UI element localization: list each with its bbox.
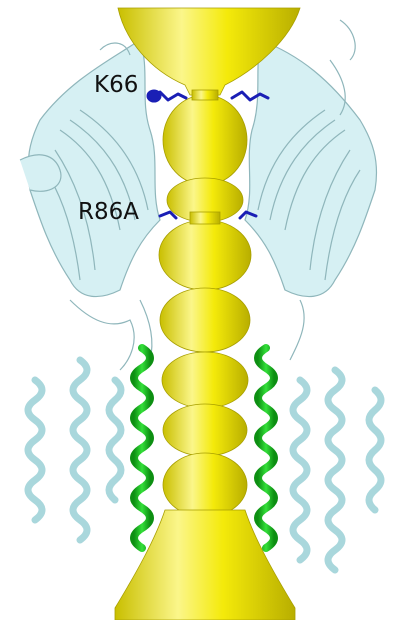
right-extracellular-domain: [245, 20, 377, 360]
label-r86a: R86A: [78, 201, 139, 224]
left-transmembrane-helices: [28, 360, 121, 540]
right-transmembrane-helices: [293, 370, 381, 570]
right-green-helix: [258, 348, 274, 548]
left-green-helix: [134, 348, 150, 548]
label-k66: K66: [94, 74, 138, 97]
